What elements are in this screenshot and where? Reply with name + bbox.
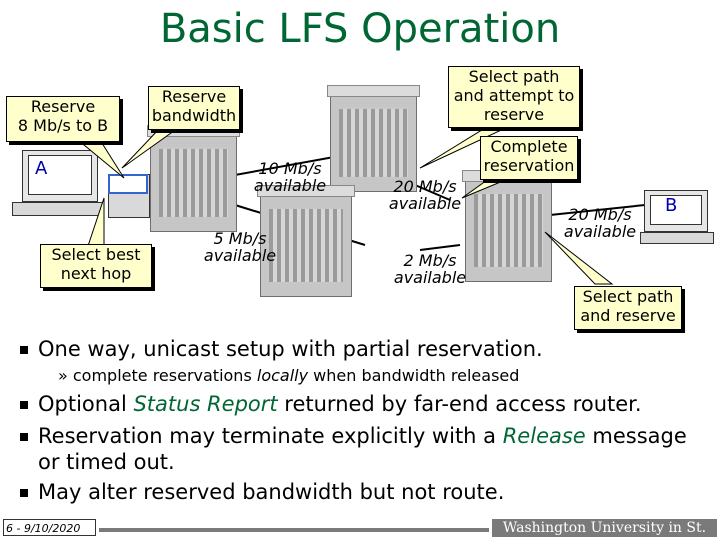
router-rack-3 xyxy=(257,185,355,297)
link-label-10mbs: 10 Mb/s available xyxy=(253,159,327,195)
callout-reserve-to-b: Reserve 8 Mb/s to B xyxy=(6,96,120,142)
footer-university-logo: Washington University in St. Louis xyxy=(492,519,717,554)
callout-reserve-bandwidth: Reserve bandwidth xyxy=(148,86,240,130)
link-label-5mbs: 5 Mb/s available xyxy=(203,229,277,265)
sub-bullet-locally: » complete reservations locally when ban… xyxy=(58,366,520,385)
link-label-2mbs: 2 Mb/s available xyxy=(393,251,467,287)
link-label-20mbs-b: 20 Mb/s available xyxy=(563,205,637,241)
host-b-keyboard xyxy=(640,232,714,244)
callout-select-path-attempt: Select path and attempt to reserve xyxy=(448,66,580,128)
callout-complete-reservation: Complete reservation xyxy=(480,136,578,180)
footer-divider xyxy=(99,528,489,532)
host-a-computer: A xyxy=(12,150,152,220)
bullet-alter-bandwidth: May alter reserved bandwidth but not rou… xyxy=(20,480,504,504)
link-label-20mbs: 20 Mb/s available xyxy=(388,177,462,213)
callout-pointers xyxy=(76,124,614,285)
callout-select-best-next-hop: Select best next hop xyxy=(40,244,152,288)
bullet-one-way: One way, unicast setup with partial rese… xyxy=(20,337,543,361)
bullet-reservation-release: Reservation may terminate explicitly wit… xyxy=(20,424,687,448)
bullet-status-report: Optional Status Report returned by far-e… xyxy=(20,392,642,416)
router-rack-2 xyxy=(327,85,420,192)
host-b-monitor: B xyxy=(644,190,708,232)
bullet-reservation-continuation: or timed out. xyxy=(38,450,175,474)
callout-select-path-reserve: Select path and reserve xyxy=(574,286,682,330)
host-a-nic xyxy=(108,174,148,194)
host-b-computer: B xyxy=(640,190,715,250)
host-b-label: B xyxy=(665,195,678,216)
host-a-label: A xyxy=(35,158,48,179)
slide-title: Basic LFS Operation xyxy=(159,6,561,52)
footer-page-date: 6 - 9/10/2020 xyxy=(3,519,96,536)
host-a-monitor: A xyxy=(22,150,98,202)
